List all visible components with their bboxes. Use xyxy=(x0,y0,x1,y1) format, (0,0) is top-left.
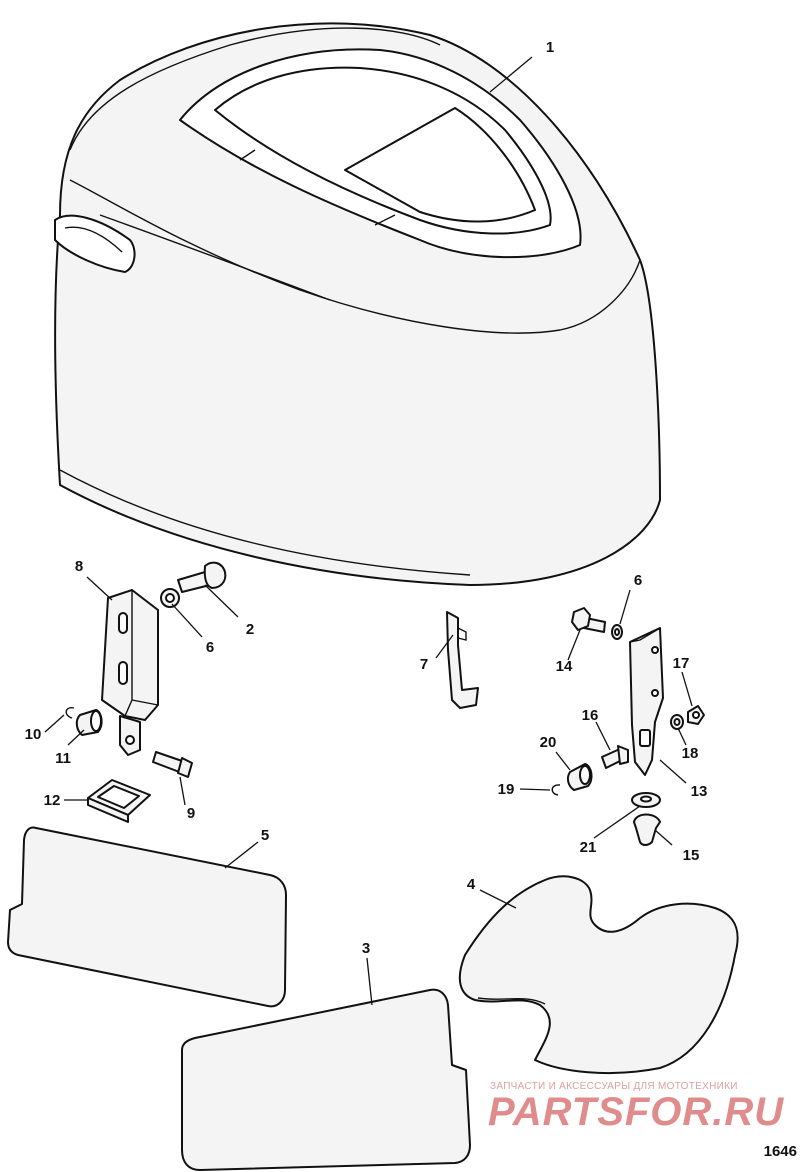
callout-3: 3 xyxy=(362,940,370,957)
leader-lines xyxy=(44,56,693,1006)
callout-8: 8 xyxy=(75,558,83,575)
callout-21: 21 xyxy=(580,839,597,856)
callout-18: 18 xyxy=(682,745,699,762)
washer-part-21 xyxy=(631,792,661,808)
bushing-part-11 xyxy=(75,709,103,736)
callout-20: 20 xyxy=(540,734,557,751)
bolt-part-2 xyxy=(177,561,227,593)
callout-1: 1 xyxy=(546,39,554,56)
latch-rod-part-7 xyxy=(446,611,479,709)
bolt-part-14 xyxy=(571,607,606,633)
callout-11: 11 xyxy=(55,750,71,767)
callout-14: 14 xyxy=(556,658,573,675)
callout-7: 7 xyxy=(420,656,428,673)
callout-13: 13 xyxy=(691,783,708,800)
callout-4: 4 xyxy=(467,876,476,893)
callout-labels: 1 2 3 4 5 6 6 7 8 9 10 11 12 13 14 15 16… xyxy=(25,39,708,957)
nut-part-17 xyxy=(687,705,705,725)
callout-16: 16 xyxy=(582,707,599,724)
left-bracket-part-8 xyxy=(101,589,159,756)
callout-6-left: 6 xyxy=(206,639,214,656)
washer-part-18 xyxy=(670,714,684,730)
clip-part-19 xyxy=(551,784,561,796)
watermark: ЗАПЧАСТИ И АКСЕССУАРЫ ДЛЯ МОТОТЕХНИКИ PA… xyxy=(488,1081,784,1134)
washer-part-6-right xyxy=(611,624,623,640)
callout-17: 17 xyxy=(673,655,690,672)
top-cowl-part xyxy=(54,22,661,586)
callout-10: 10 xyxy=(25,726,42,743)
callout-12: 12 xyxy=(44,792,61,809)
foam-pad-part-3 xyxy=(181,988,471,1171)
callout-19: 19 xyxy=(498,781,515,798)
grommet-part-15 xyxy=(633,813,661,846)
callout-6-right: 6 xyxy=(634,572,642,589)
pin-part-9 xyxy=(152,751,193,778)
right-bracket-part-13 xyxy=(629,627,664,776)
rubber-block-part-12 xyxy=(87,779,151,823)
foam-pad-part-5 xyxy=(7,826,287,1008)
callout-5: 5 xyxy=(261,827,269,844)
watermark-brand: PARTSFOR.RU xyxy=(488,1090,784,1134)
lock-washer-part-6-left xyxy=(160,588,180,608)
figure-number: 1646 xyxy=(764,1143,797,1160)
stud-part-16 xyxy=(601,745,629,769)
foam-pad-part-4 xyxy=(458,875,739,1075)
callout-2: 2 xyxy=(246,621,254,638)
callout-15: 15 xyxy=(683,847,700,864)
bushing-part-20 xyxy=(566,763,593,791)
clip-part-10 xyxy=(65,707,75,719)
callout-9: 9 xyxy=(187,805,195,822)
watermark-subtitle: ЗАПЧАСТИ И АКСЕССУАРЫ ДЛЯ МОТОТЕХНИКИ xyxy=(490,1081,738,1092)
